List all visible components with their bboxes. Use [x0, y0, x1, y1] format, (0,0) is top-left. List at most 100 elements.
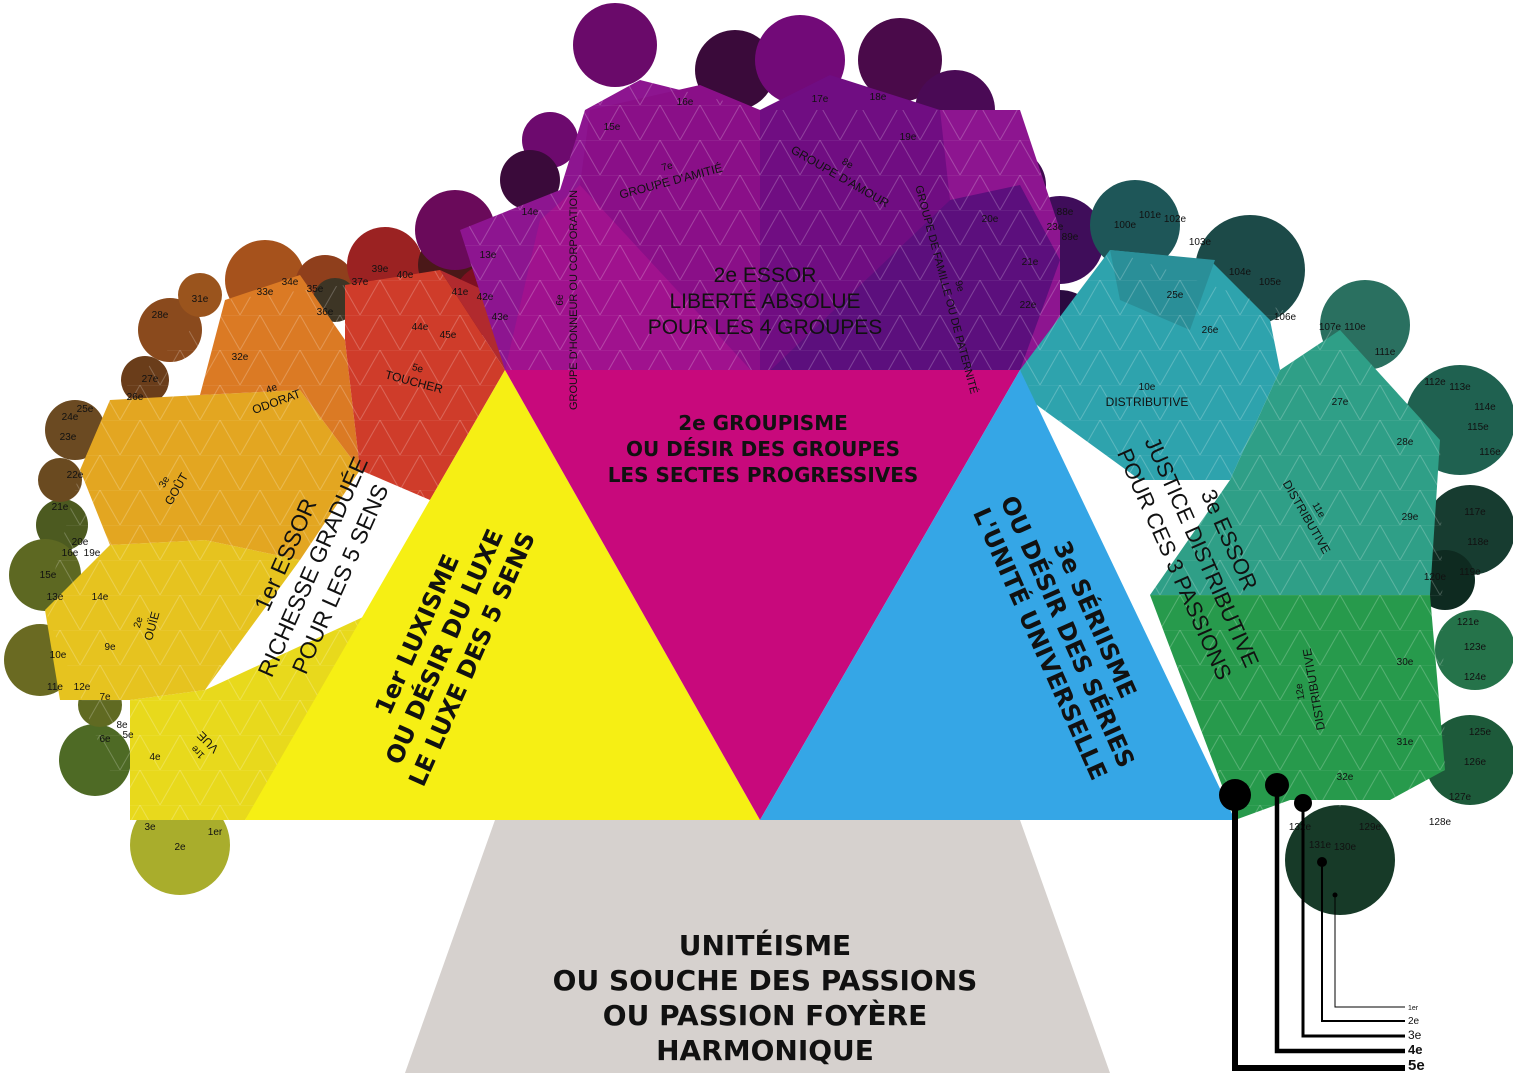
trunk-text: UNITÉISME OU SOUCHE DES PASSIONS OU PASS…: [553, 928, 978, 1067]
essor2-small-label: 15e: [604, 122, 621, 133]
essor3-small-label: 25e: [1167, 290, 1184, 301]
essor1-small-label: 32e: [232, 352, 249, 363]
essor3-small-label: 28e: [1397, 437, 1414, 448]
essor2-canopy: [415, 3, 1104, 380]
essor1-small-label: 24e: [62, 412, 79, 423]
essor2-small-label: 19e: [900, 132, 917, 143]
group-honneur: 6e GROUPE D'HONNEUR OU CORPORATION: [555, 190, 580, 410]
essor1-small-label: 28e: [152, 310, 169, 321]
essor3-small-label: 113e: [1449, 382, 1471, 393]
group-amitie-num: 7e: [660, 160, 674, 174]
group-10-name: DISTRIBUTIVE: [1106, 395, 1189, 409]
legend-label-3: 3e: [1408, 1028, 1422, 1042]
essor1-small-label: 3e: [144, 822, 156, 833]
groupisme-text: 2e GROUPISME OU DÉSIR DES GROUPES LES SE…: [608, 411, 919, 487]
essor1-small-label: 41e: [452, 287, 469, 298]
essor1-small-label: 43e: [492, 312, 509, 323]
essor2-text: 2e ESSOR LIBERTÉ ABSOLUE POUR LES 4 GROU…: [648, 264, 883, 339]
essor3-small-label: 117e: [1464, 507, 1486, 518]
essor3-small-label: 100e: [1114, 220, 1137, 231]
essor1-small-label: 21e: [52, 502, 69, 513]
essor2-small-label: 18e: [870, 92, 887, 103]
essor1-small-label: 6e: [99, 734, 111, 745]
essor1-small-label: 13e: [47, 592, 64, 603]
essor1-small-label: 14e: [92, 592, 109, 603]
essor1-small-label: 35e: [307, 284, 324, 295]
essor3-small-label: 118e: [1467, 537, 1489, 548]
trunk-line-4: HARMONIQUE: [656, 1034, 874, 1067]
essor3-small-label: 130e: [1334, 842, 1357, 853]
essor1-small-label: 27e: [142, 374, 159, 385]
essor1-small-label: 1er: [208, 827, 223, 838]
essor3-small-label: 112e: [1424, 377, 1446, 388]
essor3-small-label: 119e: [1459, 567, 1481, 578]
essor3-small-label: 115e: [1467, 422, 1489, 433]
essor3-small-label: 123e: [1464, 642, 1487, 653]
essor3-small-label: 106e: [1274, 312, 1297, 323]
essor3-small-label: 27e: [1332, 397, 1349, 408]
essor1-small-label: 26e: [127, 392, 144, 403]
essor2-small-label: 17e: [812, 94, 829, 105]
essor3-small-label: 127e: [1449, 792, 1472, 803]
essor3-small-label: 125e: [1469, 727, 1492, 738]
essor1-small-label: 12e: [74, 682, 91, 693]
legend-dot-3: [1294, 794, 1312, 812]
essor2-small-label: 88e: [1057, 207, 1074, 218]
essor3-small-label: 107e: [1319, 322, 1342, 333]
legend-label-2: 2e: [1408, 1016, 1420, 1027]
group-honneur-name: GROUPE D'HONNEUR OU CORPORATION: [568, 190, 580, 410]
essor1-small-label: 11e: [47, 682, 63, 693]
essor3-small-label: 31e: [1397, 737, 1414, 748]
trunk-line-3: OU PASSION FOYÈRE: [603, 998, 927, 1032]
legend-dot-2: [1317, 857, 1327, 867]
essor1-small-label: 36e: [317, 307, 334, 318]
group-amour-num: 8e: [840, 156, 856, 171]
essor1-small-label: 40e: [397, 270, 414, 281]
essor2-small-label: 13e: [480, 250, 497, 261]
essor1-small-label: 10e: [50, 650, 67, 661]
essor1-small-label: 34e: [282, 277, 299, 288]
group-famille-num: 9e: [952, 279, 966, 293]
essor1-small-label: 9e: [104, 642, 116, 653]
essor2-small-label: 22e: [1020, 300, 1037, 311]
essor1-small-label: 7e: [99, 692, 111, 703]
essor1-small-label: 15e: [40, 570, 57, 581]
trunk-shape: [405, 820, 1110, 1073]
group-10-num: 10e: [1139, 382, 1156, 393]
essor3-small-label: 120e: [1424, 572, 1447, 583]
essor2-line-1: 2e ESSOR: [714, 264, 817, 287]
essor3-small-label: 128e: [1429, 817, 1452, 828]
legend-dot-5: [1219, 779, 1251, 811]
essor2-line-3: POUR LES 4 GROUPES: [648, 316, 883, 339]
essor3-small-label: 104e: [1229, 267, 1252, 278]
essor1-small-label: 33e: [257, 287, 274, 298]
legend-label-5: 5e: [1408, 1057, 1425, 1073]
essor1-small-label: 39e: [372, 264, 389, 275]
essor1-small-label: 45e: [440, 330, 457, 341]
essor3-canopy: [1020, 180, 1513, 915]
essor1-small-label: 20e: [72, 537, 89, 548]
essor2-small-label: 23e: [1047, 222, 1064, 233]
essor3-small-label: 116e: [1479, 447, 1501, 458]
essor1-small-label: 8e: [116, 720, 128, 731]
group-ouie-num: 2e: [132, 615, 146, 629]
essor3-small-label: 105e: [1259, 277, 1282, 288]
essor3-small-label: 101e: [1139, 210, 1162, 221]
essor3-small-label: 102e: [1164, 214, 1187, 225]
essor3-small-label: 131e: [1309, 840, 1332, 851]
essor1-small-label: 5e: [122, 730, 134, 741]
seriisme-triangle: [760, 370, 1235, 820]
essor3-small-label: 29e: [1402, 512, 1419, 523]
essor2-small-label: 20e: [982, 214, 999, 225]
essor1-small-label: 19e: [84, 548, 101, 559]
groupisme-line-1: 2e GROUPISME: [678, 411, 848, 435]
essor3-small-label: 126e: [1464, 757, 1487, 768]
legend-label-1: 1er: [1408, 1005, 1419, 1012]
essor1-small-label: 42e: [477, 292, 494, 303]
legend-dot-1: [1332, 892, 1338, 898]
legend-dot-4: [1265, 773, 1289, 797]
essor3-small-label: 132e: [1289, 822, 1312, 833]
group-odorat-num: 4e: [265, 382, 280, 396]
essor3-small-label: 129e: [1359, 822, 1382, 833]
group-distributive-10: 10e DISTRIBUTIVE: [1106, 382, 1189, 409]
